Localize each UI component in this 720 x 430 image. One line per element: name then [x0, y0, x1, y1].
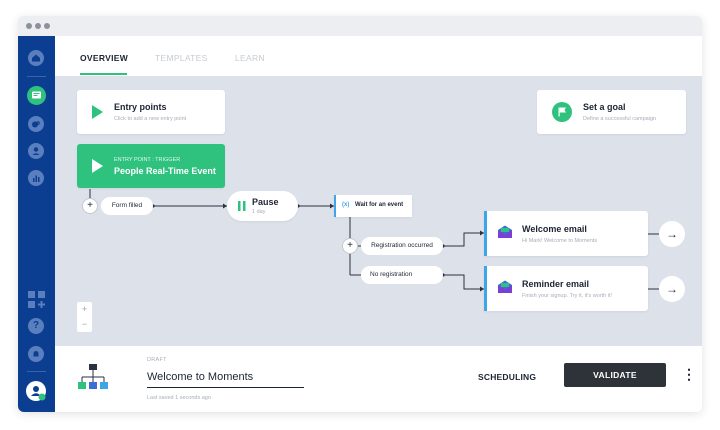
footer-bar: DRAFT Welcome to Moments Last saved 1 se… — [55, 346, 702, 412]
workflow-icon — [78, 364, 108, 389]
tab-bar: OVERVIEW TEMPLATES LEARN — [55, 36, 702, 76]
connector-lines — [89, 189, 659, 292]
welcome-email-title: Welcome email — [522, 224, 587, 234]
add-step-button[interactable]: + — [82, 198, 98, 214]
wait-event-node[interactable]: (x) Wait for an event — [334, 195, 412, 217]
trigger-card[interactable]: ENTRY POINT : TRIGGER People Real-Time E… — [77, 144, 225, 188]
reminder-email-subtitle: Finish your signup. Try it, it's worth i… — [522, 293, 612, 299]
more-options-icon[interactable]: ⋮ — [682, 366, 696, 382]
add-branch-button[interactable]: + — [342, 238, 358, 254]
contacts-icon[interactable] — [28, 116, 44, 132]
envelope-icon — [498, 225, 512, 238]
apps-icon[interactable] — [28, 291, 46, 309]
title-bar — [18, 16, 702, 36]
welcome-email-card[interactable]: Welcome email Hi Mark! Welcome to Moment… — [484, 211, 648, 256]
app-window: ? OVERVIEW TEMPLATES LEARN — [18, 16, 702, 412]
flag-icon — [552, 102, 572, 122]
notifications-icon[interactable] — [28, 346, 44, 362]
goal-subtitle: Define a successful campaign — [583, 116, 657, 122]
tab-templates[interactable]: TEMPLATES — [155, 53, 208, 63]
welcome-email-subtitle: Hi Mark! Welcome to Moments — [522, 238, 598, 244]
trigger-title: People Real-Time Event — [114, 166, 216, 176]
help-icon[interactable]: ? — [28, 318, 44, 334]
entry-points-subtitle: Click to add a new entry point — [114, 116, 187, 122]
goal-title: Set a goal — [583, 102, 626, 112]
play-icon — [92, 105, 103, 119]
entry-points-card[interactable]: Entry points Click to add a new entry po… — [77, 90, 225, 134]
trigger-label: ENTRY POINT : TRIGGER — [114, 157, 181, 163]
pause-node[interactable]: Pause 1 day — [227, 191, 298, 221]
window-dot — [26, 23, 32, 29]
tab-learn[interactable]: LEARN — [235, 53, 265, 63]
reminder-email-card[interactable]: Reminder email Finish your signup. Try i… — [484, 266, 648, 311]
pause-icon — [238, 201, 246, 211]
zoom-control: + − — [77, 302, 92, 332]
campaigns-icon[interactable] — [27, 86, 46, 105]
profile-icon[interactable] — [28, 143, 44, 159]
window-dot — [44, 23, 50, 29]
play-icon — [92, 159, 103, 173]
pause-subtitle: 1 day — [252, 209, 266, 215]
main-content: OVERVIEW TEMPLATES LEARN — [55, 36, 702, 412]
sidebar-divider — [27, 76, 46, 77]
window-dot — [35, 23, 41, 29]
reports-icon[interactable] — [28, 170, 44, 186]
zoom-in-button[interactable]: + — [81, 304, 88, 314]
active-tab-indicator — [80, 73, 127, 75]
scheduling-button[interactable]: SCHEDULING — [478, 372, 537, 382]
next-step-button[interactable]: → — [659, 276, 685, 302]
zoom-out-button[interactable]: − — [81, 319, 88, 329]
user-avatar[interactable] — [26, 381, 46, 401]
branch-registration-occurred[interactable]: Registration occurred — [361, 237, 443, 255]
entry-points-title: Entry points — [114, 102, 167, 112]
sidebar-divider — [27, 371, 46, 372]
name-underline — [147, 387, 304, 388]
home-icon[interactable] — [28, 50, 44, 66]
form-filled-pill[interactable]: Form filled — [101, 197, 153, 215]
status-badge: DRAFT — [147, 357, 167, 363]
last-saved-text: Last saved 1 seconds ago — [147, 395, 211, 401]
workflow-canvas[interactable]: Entry points Click to add a new entry po… — [55, 76, 702, 346]
validate-button[interactable]: VALIDATE — [564, 363, 666, 387]
sidebar: ? — [18, 36, 55, 412]
pause-title: Pause — [252, 197, 279, 207]
next-step-button[interactable]: → — [659, 221, 685, 247]
goal-card[interactable]: Set a goal Define a successful campaign — [537, 90, 686, 134]
variable-icon: (x) — [342, 202, 350, 208]
envelope-icon — [498, 280, 512, 293]
reminder-email-title: Reminder email — [522, 279, 590, 289]
wait-label: Wait for an event — [355, 202, 404, 208]
branch-no-registration[interactable]: No registration — [361, 266, 443, 284]
campaign-name-field[interactable]: Welcome to Moments — [147, 371, 254, 383]
tab-overview[interactable]: OVERVIEW — [80, 53, 129, 63]
